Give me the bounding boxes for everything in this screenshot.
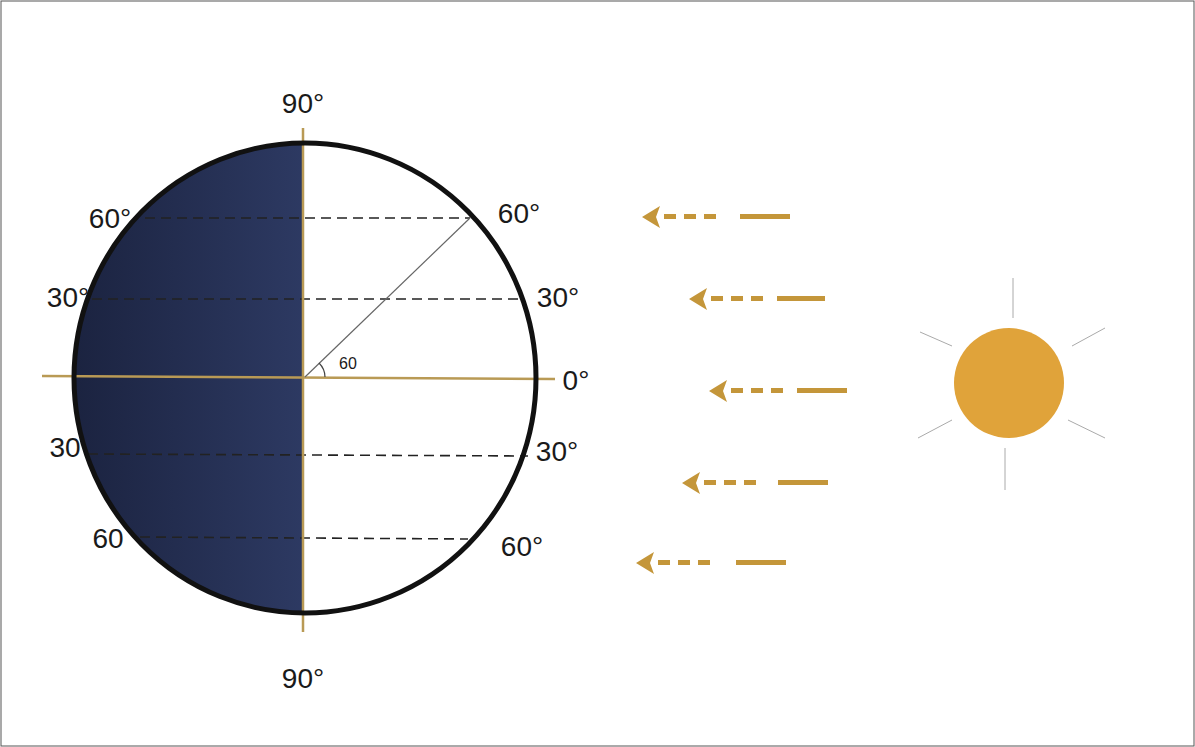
- latitude-label: 60: [92, 525, 123, 553]
- latitude-label: 30°: [537, 284, 579, 312]
- latitude-label: 0°: [563, 367, 590, 395]
- earth-axis: [302, 128, 305, 632]
- sun-rays: [636, 206, 847, 574]
- angle-arc: [319, 363, 325, 377]
- latitude-label: 60°: [498, 200, 540, 228]
- latitude-label: 30°: [47, 284, 89, 312]
- latitude-label: 90°: [282, 665, 324, 693]
- latitude-label: 90°: [282, 90, 324, 118]
- latitude-label: 60°: [89, 205, 131, 233]
- globe-outline: [74, 143, 536, 613]
- sun: [918, 278, 1105, 490]
- angle-label: 60: [339, 356, 357, 372]
- equator: [42, 376, 555, 379]
- radius-line: [305, 218, 470, 377]
- latitude-label: 30°: [536, 438, 578, 466]
- latitude-label: 60°: [501, 533, 543, 561]
- latitude-label: 30: [49, 434, 80, 462]
